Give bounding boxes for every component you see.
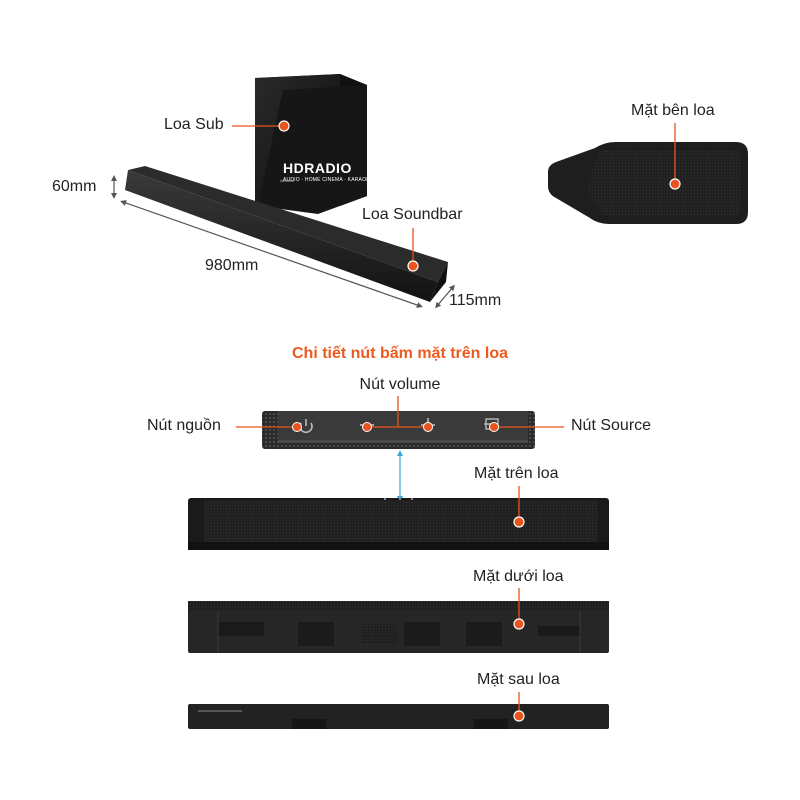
label-sub: Loa Sub	[164, 116, 224, 133]
label-depth-dim: 115mm	[449, 292, 502, 309]
label-source: Nút Source	[571, 417, 652, 434]
pointer-sub	[232, 120, 290, 132]
label-back-face: Mặt sau loa	[477, 671, 560, 688]
side-view-image	[548, 142, 748, 224]
top-face-image	[188, 498, 609, 550]
label-height-dim: 60mm	[52, 178, 97, 195]
back-face-image	[188, 704, 609, 729]
pointer-soundbar	[407, 228, 419, 272]
subwoofer-image	[255, 74, 367, 214]
label-top-face: Mặt trên loa	[474, 465, 559, 482]
pointer-power	[236, 422, 302, 432]
bottom-face-image	[188, 601, 609, 653]
buttons-title: Chi tiết nút bấm mặt trên loa	[291, 345, 508, 362]
dimension-lines	[111, 175, 455, 309]
label-length-dim: 980mm	[205, 257, 259, 274]
pointer-source	[489, 422, 564, 432]
label-power: Nút nguồn	[147, 417, 221, 434]
label-volume: Nút volume	[359, 376, 441, 393]
watermark-tagline: AUDIO · HOME CINEMA · KARAOKE	[283, 177, 374, 183]
label-soundbar: Loa Soundbar	[362, 206, 463, 223]
pointer-volume	[362, 396, 433, 432]
pointer-bottom-face	[513, 588, 525, 630]
pointer-top-face	[513, 486, 525, 528]
pointer-side	[669, 123, 681, 190]
label-bottom-face: Mặt dưới loa	[473, 568, 564, 585]
label-side: Mặt bên loa	[631, 102, 715, 119]
watermark-logo: HDRADIO	[283, 160, 352, 176]
pointer-back-face	[513, 692, 525, 722]
